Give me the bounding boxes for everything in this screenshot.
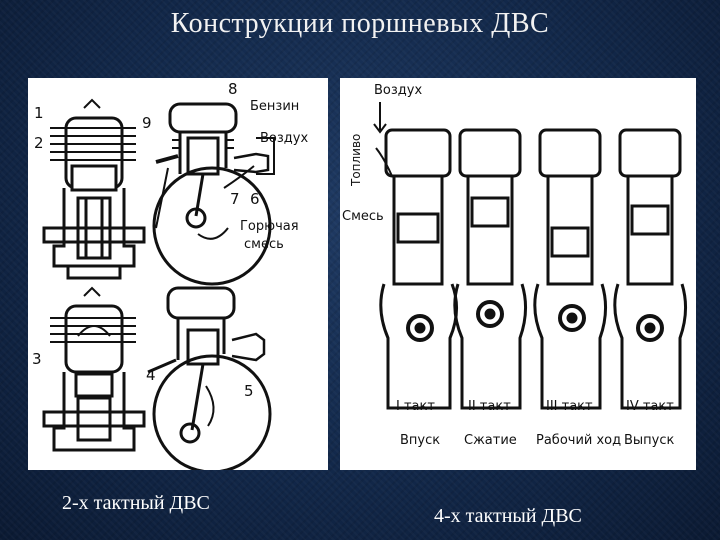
cylinder-stroke-2 <box>453 128 527 410</box>
caption-four-stroke: 4-х тактный ДВС <box>434 505 582 527</box>
caption-two-stroke: 2-х тактный ДВС <box>62 492 210 514</box>
stroke-2-number: II такт <box>468 399 511 414</box>
engine-crank-top-right <box>152 102 275 286</box>
four-stroke-engine-drawing: Воздух Топливо Смесь I такт Впуск II так… <box>342 83 687 448</box>
label-number-3: 3 <box>32 350 42 368</box>
label-number-8: 8 <box>228 80 238 98</box>
label-number-6: 6 <box>250 190 260 208</box>
cylinder-stroke-4 <box>613 128 687 410</box>
cylinder-stroke-3 <box>533 128 607 410</box>
label-fuel: Бензин <box>250 99 299 114</box>
engine-section-top-left <box>42 98 146 280</box>
stroke-4-name: Выпуск <box>624 433 675 448</box>
label-air-intake: Воздух <box>374 83 422 98</box>
engine-section-bottom-left <box>42 286 146 452</box>
stroke-2-name: Сжатие <box>464 433 517 448</box>
stroke-1-number: I такт <box>396 399 435 414</box>
cylinder-stroke-1 <box>375 128 458 410</box>
label-mix-line-1: Горючая <box>240 219 299 234</box>
four-stroke-diagram-panel: Воздух Топливо Смесь I такт Впуск II так… <box>340 78 696 470</box>
label-mix-line-2: смесь <box>244 237 284 252</box>
label-mixture: Смесь <box>342 209 384 224</box>
label-air: Воздух <box>260 131 308 146</box>
stroke-4-number: IV такт <box>626 399 674 414</box>
stroke-1-name: Впуск <box>400 433 440 448</box>
stroke-3-number: III такт <box>546 399 593 414</box>
label-number-2: 2 <box>34 134 44 152</box>
two-stroke-diagram-panel: 1 2 3 4 5 6 7 8 9 Бензин Воздух Горючая … <box>28 78 328 470</box>
label-number-7: 7 <box>230 190 240 208</box>
label-fuel-vertical: Топливо <box>349 134 363 187</box>
two-stroke-engine-drawing: 1 2 3 4 5 6 7 8 9 Бензин Воздух Горючая … <box>32 80 308 470</box>
slide-title: Конструкции поршневых ДВС <box>170 8 550 39</box>
label-number-4: 4 <box>146 366 156 384</box>
label-number-1: 1 <box>34 104 44 122</box>
engine-crank-bottom-right <box>147 286 272 470</box>
label-number-5: 5 <box>244 382 254 400</box>
stroke-3-name: Рабочий ход <box>536 433 621 448</box>
label-number-9: 9 <box>142 114 152 132</box>
